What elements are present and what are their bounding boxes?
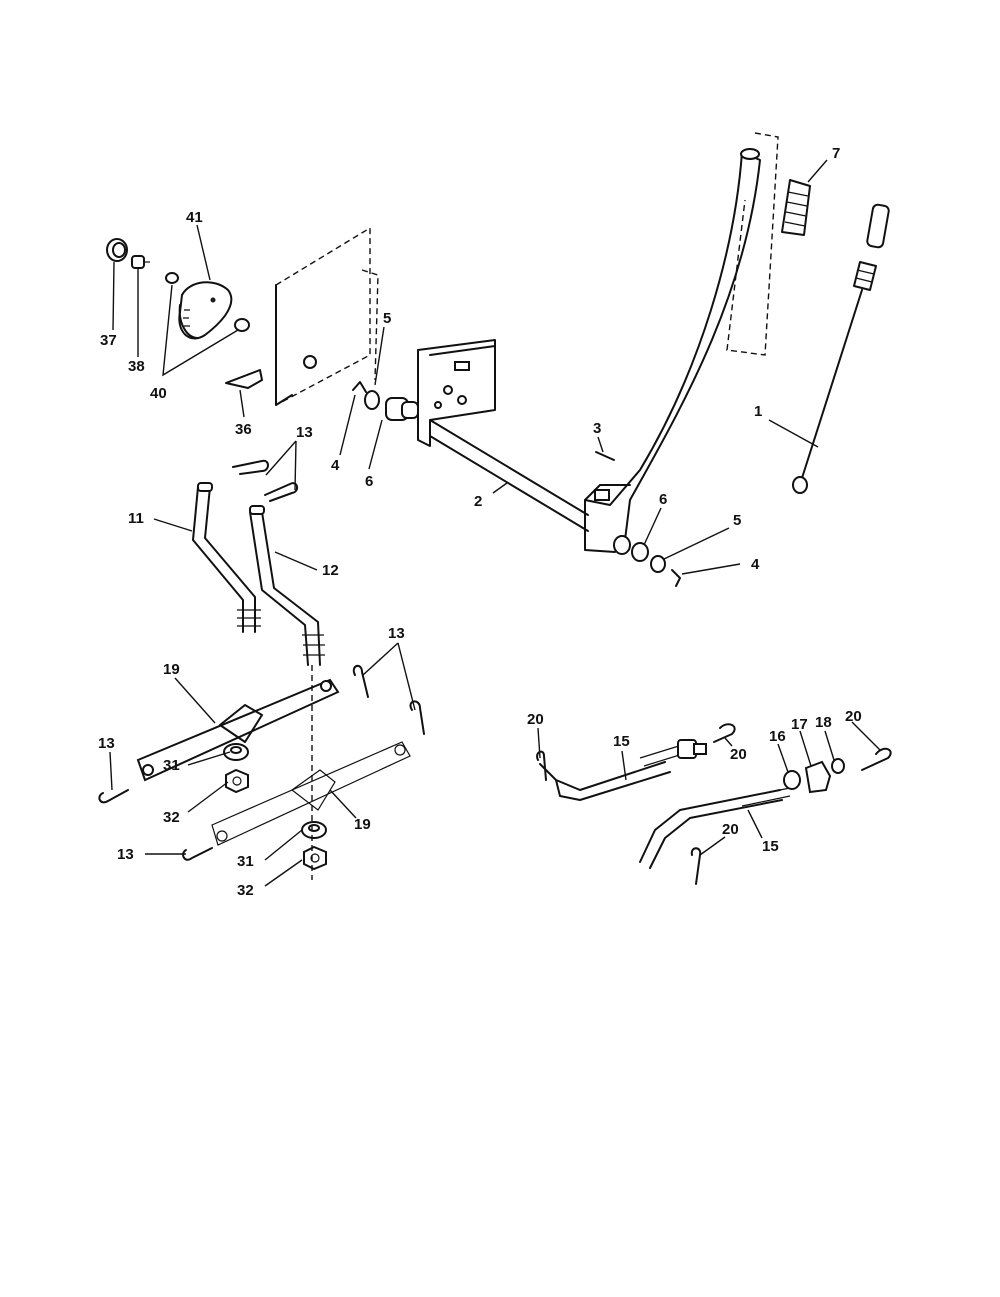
washer-left: [364, 390, 380, 410]
callout-7: 7: [832, 145, 840, 162]
callout-16: 16: [769, 728, 786, 745]
callout-5a: 5: [383, 310, 391, 327]
callout-37: 37: [100, 332, 117, 349]
callout-20a: 20: [527, 711, 544, 728]
hairpin-clips-top: [232, 459, 298, 502]
callout-40: 40: [150, 385, 167, 402]
nuts: [225, 768, 327, 871]
lift-link-right: [249, 505, 325, 666]
callout-12: 12: [322, 562, 339, 579]
lift-arm-lower: [211, 741, 411, 846]
clip-left: [352, 381, 367, 393]
callout-38: 38: [128, 358, 145, 375]
callout-31a: 31: [163, 757, 180, 774]
callout-20b: 20: [730, 746, 747, 763]
callout-13b: 13: [388, 625, 405, 642]
rod-upper: [539, 739, 707, 801]
callouts: 1 2 3 4 4 5 5 6 6 7 11 12 13 13 13 13 15…: [98, 145, 862, 899]
callout-13a: 13: [296, 424, 313, 441]
callout-41: 41: [186, 209, 203, 226]
callout-20d: 20: [722, 821, 739, 838]
callout-13c: 13: [98, 735, 115, 752]
ferrule-parts: [783, 747, 892, 794]
handle-grip-outline: [726, 132, 779, 356]
knob-screw: [131, 255, 150, 269]
callout-17: 17: [791, 716, 808, 733]
lift-shaft: [417, 339, 589, 532]
washer-right: [650, 555, 666, 573]
height-panel: [275, 226, 379, 407]
callout-15b: 15: [762, 838, 779, 855]
callout-15a: 15: [613, 733, 630, 750]
spring-clip: [225, 369, 263, 389]
lift-rod-cable: [792, 203, 890, 494]
callout-1: 1: [754, 403, 762, 420]
knob-cap: [106, 238, 128, 262]
callout-32a: 32: [163, 809, 180, 826]
callout-6b: 6: [659, 491, 667, 508]
callout-36: 36: [235, 421, 252, 438]
spring-grip: [781, 179, 811, 236]
hairpin-clips-arms: [98, 664, 425, 861]
rod-lower: [639, 787, 791, 869]
callout-5b: 5: [733, 512, 741, 529]
bushing-right: [613, 535, 649, 562]
callout-19a: 19: [163, 661, 180, 678]
callout-4b: 4: [751, 556, 760, 573]
leader-lines: [109, 159, 881, 887]
knob-washer: [165, 272, 250, 332]
clip-right: [671, 569, 681, 587]
bushing-left: [385, 397, 419, 421]
callout-11: 11: [128, 510, 144, 527]
callout-3: 3: [593, 420, 601, 437]
callout-2: 2: [474, 493, 482, 510]
lift-handle: [584, 148, 761, 553]
callout-6a: 6: [365, 473, 373, 490]
roll-pin: [595, 451, 615, 461]
callout-13d: 13: [117, 846, 134, 863]
lift-link-left: [192, 482, 261, 633]
callout-18: 18: [815, 714, 832, 731]
callout-4a: 4: [331, 457, 340, 474]
callout-20c: 20: [845, 708, 862, 725]
callout-19b: 19: [354, 816, 371, 833]
height-knob: [178, 281, 233, 340]
callout-31b: 31: [237, 853, 254, 870]
lift-arm-upper: [136, 678, 340, 782]
callout-32b: 32: [237, 882, 254, 899]
